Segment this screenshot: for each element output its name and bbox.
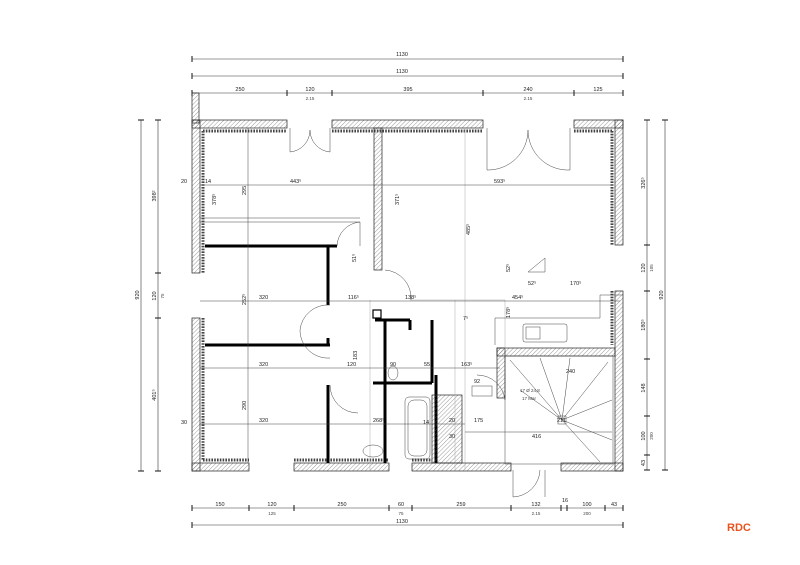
dim-right: 326⁵	[640, 177, 647, 188]
dim-top: 125	[593, 87, 602, 93]
dim-bottom-sub: 75	[398, 511, 404, 516]
stair-height: 211	[557, 418, 566, 424]
dim-bottom: 250	[337, 502, 346, 508]
bath-width: 268⁵	[373, 417, 384, 424]
dim-bottom-sub: 2.15	[532, 511, 541, 516]
misc-dim: 20	[449, 418, 455, 424]
fixtures	[362, 257, 623, 463]
dim-top: 120	[305, 87, 314, 93]
entry-total: 416	[532, 434, 541, 440]
dim-left-sub: 75	[160, 293, 165, 299]
exterior-walls	[191, 92, 624, 472]
misc-dim: 120	[347, 362, 356, 368]
room-b-width: 320	[259, 295, 268, 301]
dim-bottom: 132	[531, 502, 540, 508]
left-dimensions: 920 398² 120 75 401⁵	[135, 119, 165, 472]
dim-bottom: 120	[267, 502, 276, 508]
hall-height: 371⁵	[394, 194, 401, 205]
dim-bottom: 100	[582, 502, 591, 508]
dim-left: 120	[152, 291, 158, 300]
kitchen-sink	[522, 323, 568, 343]
dim-bottom: 43	[611, 502, 617, 508]
dim-total-top-1: 1130	[396, 52, 408, 58]
misc-dim: 30	[449, 434, 455, 440]
kitchen-width: 454⁵	[512, 294, 523, 301]
dim-left: 401⁵	[151, 389, 158, 400]
dim-total-bottom: 1130	[396, 519, 408, 525]
misc-dim: 90	[390, 362, 396, 368]
stair-info-1: 17 Ø 24,8	[520, 388, 540, 393]
misc-dim: 30	[181, 420, 187, 426]
dim-right: 180⁵	[640, 319, 647, 330]
room-a-h2: 295	[242, 186, 248, 195]
room-b-height: 252⁵	[241, 294, 248, 305]
misc-dim: 14	[423, 420, 429, 426]
misc-dim: 7⁵	[463, 315, 468, 322]
dim-right-sub: 200	[649, 432, 654, 440]
kitchen-b: 52⁵	[528, 280, 536, 287]
dim-top-sub: 2.15	[524, 96, 533, 101]
right-dimensions: 326⁵ 120 105 180⁵ 148 100 200 43 920	[640, 119, 668, 471]
misc-dim: 51⁶	[351, 254, 358, 262]
kitchen-a: 52⁵	[505, 264, 512, 272]
stair-width: 240	[566, 369, 575, 375]
dim-bottom: 259	[456, 502, 465, 508]
kitchen-c: 170⁵	[570, 280, 581, 287]
dim-right: 100	[641, 431, 647, 440]
dim-total-top-2: 1130	[396, 69, 408, 75]
dim-bottom: 60	[398, 502, 404, 508]
top-dimensions: 1130 1130 250 120 2.15 395 240 2.15 125	[191, 52, 624, 101]
dim-bottom: 150	[215, 502, 224, 508]
dim-bottom: 16	[562, 498, 568, 504]
interior-walls	[200, 127, 616, 470]
entry-width: 175	[474, 418, 483, 424]
dim-right: 43	[641, 460, 647, 466]
room-c-width: 320	[259, 362, 268, 368]
kitchen-height: 178⁵	[505, 307, 512, 318]
misc-dim: 55	[424, 362, 430, 368]
misc-dim: 14	[205, 179, 211, 185]
dim-right: 120	[641, 263, 647, 272]
living-width: 593⁵	[494, 178, 505, 185]
dim-top: 240	[523, 87, 532, 93]
dim-top: 395	[403, 87, 412, 93]
room-a-height: 378⁵	[211, 194, 218, 205]
stair-info-2: 17 Mar	[522, 396, 537, 401]
misc-dim: 20	[181, 179, 187, 185]
interior-dimensions: 443⁵ 378⁵ 295 593⁵ 485⁵ 371⁵ 320 252⁵ 32…	[181, 128, 620, 463]
living-height: 485⁵	[465, 224, 472, 235]
doors	[289, 128, 571, 498]
dim-top: 250	[235, 87, 244, 93]
bottom-dimensions: 150 120 125 250 60 75 259 132 2.15 16 10…	[191, 498, 624, 528]
dim-total-right: 920	[659, 290, 665, 299]
toilet	[387, 365, 399, 381]
dim-right: 148	[641, 383, 647, 392]
floor-level-label: RDC	[727, 522, 751, 534]
dim-total-left: 920	[135, 290, 141, 299]
dim-bottom-sub: 200	[583, 511, 591, 516]
dim-right-sub: 105	[649, 264, 654, 272]
misc-dim: 183	[353, 351, 359, 360]
staircase	[509, 357, 613, 463]
range-hood	[527, 257, 546, 273]
misc-dim: 116⁵	[348, 294, 359, 301]
misc-dim: 92	[474, 379, 480, 385]
room-a-width: 443⁵	[290, 178, 301, 185]
misc-dim: 138⁵	[405, 294, 416, 301]
room-c-height: 290	[242, 401, 248, 410]
dim-left: 398²	[152, 190, 158, 201]
misc-dim: 163⁵	[461, 361, 472, 368]
dim-bottom-sub: 125	[268, 511, 276, 516]
washbasin	[362, 444, 384, 458]
dim-top-sub: 2.15	[306, 96, 315, 101]
bathtub	[404, 396, 431, 460]
room-c-w2: 320	[259, 418, 268, 424]
